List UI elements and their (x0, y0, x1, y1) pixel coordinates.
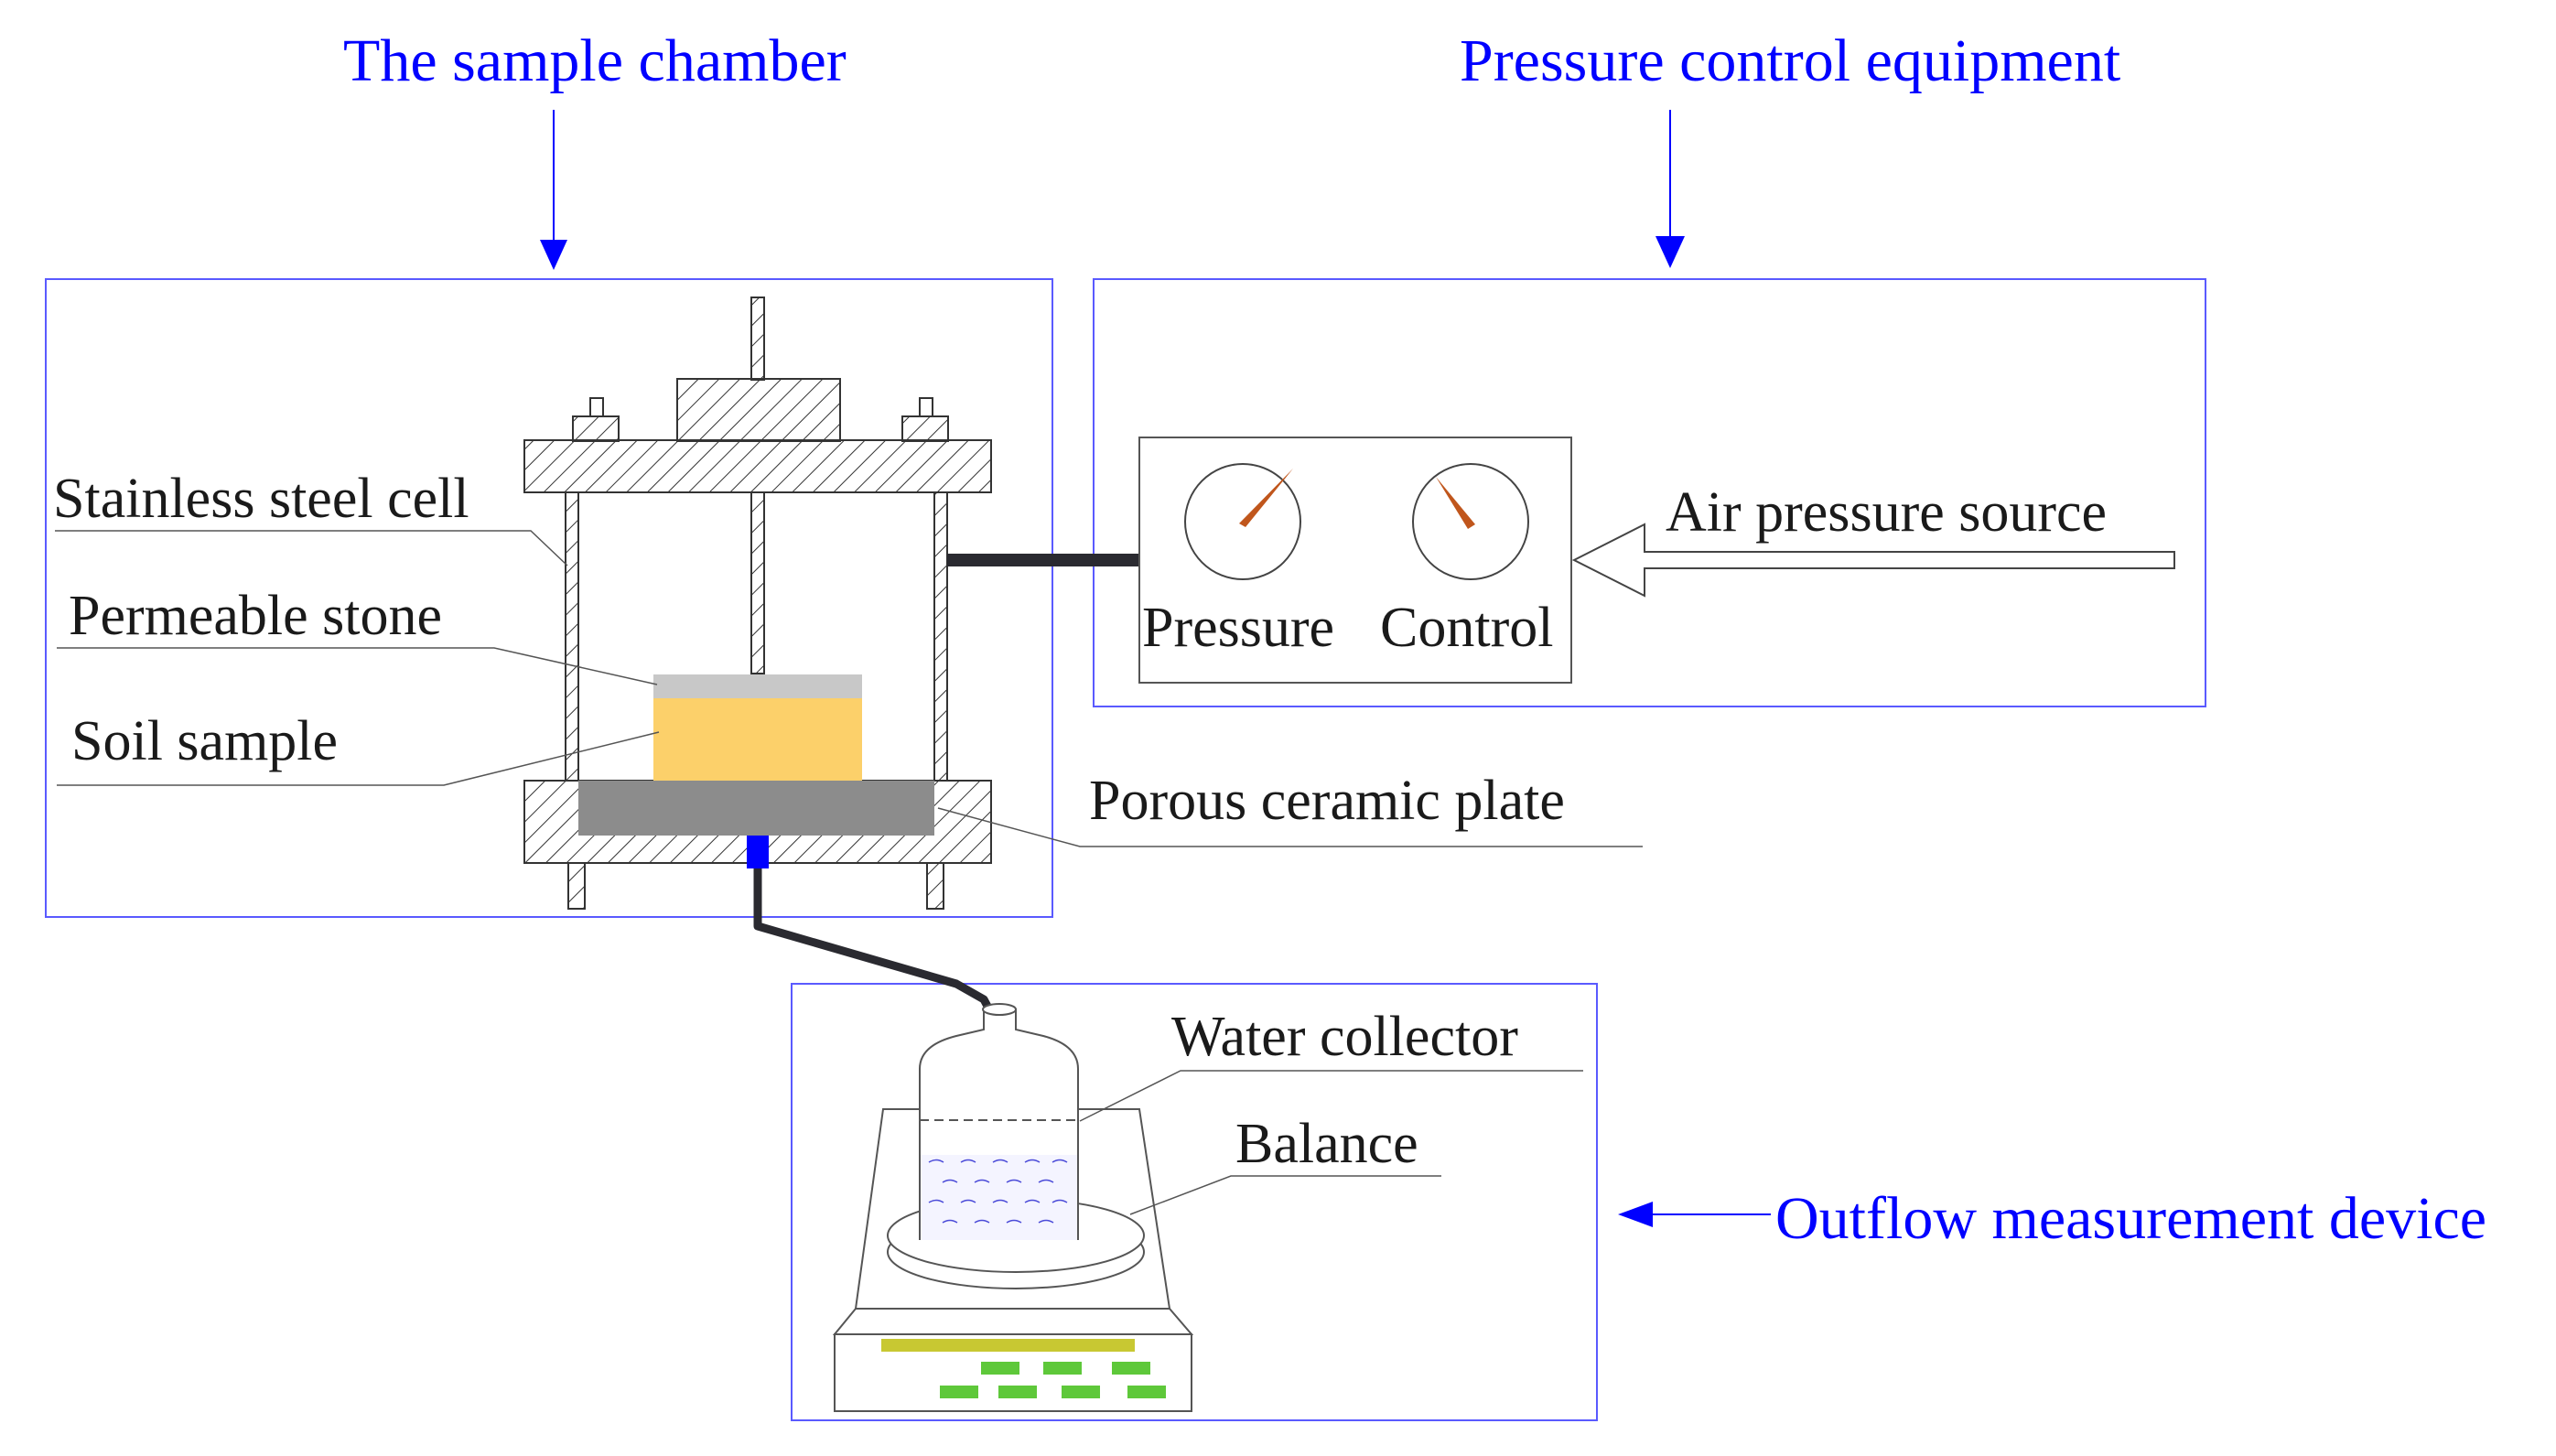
sample-chamber-box (45, 278, 1053, 918)
pressure-control-title: Pressure control equipment (1460, 27, 2120, 94)
water-collector-leader (1079, 1070, 1583, 1122)
stainless-steel-cell-leader (55, 530, 568, 566)
control-gauge-label: Control (1380, 597, 1553, 659)
balance-display (881, 1339, 1135, 1352)
sample-chamber-arrow (540, 110, 567, 270)
pressure-control-arrow (1655, 110, 1685, 268)
outflow-device-box (791, 983, 1598, 1421)
balance-label: Balance (1235, 1113, 1418, 1175)
porous-ceramic-plate-leader (937, 807, 1643, 847)
permeable-stone (653, 674, 862, 698)
air-source-arrow (1571, 523, 2175, 598)
soil-sample (653, 698, 862, 781)
pressure-gauge-label: Pressure (1142, 597, 1334, 659)
permeable-stone-label: Permeable stone (69, 585, 442, 647)
drain-tube (753, 868, 1001, 1028)
soil-sample-leader (57, 731, 660, 786)
water-collector-label: Water collector (1171, 1006, 1518, 1068)
soil-sample-label: Soil sample (71, 710, 338, 772)
balance-keys (940, 1362, 1166, 1398)
pressure-tube (947, 554, 1139, 566)
outlet-connector (747, 836, 769, 868)
stainless-steel-cell-label: Stainless steel cell (53, 468, 469, 530)
control-gauge-icon (1412, 463, 1529, 580)
outflow-device-arrow (1618, 1202, 1771, 1227)
permeable-stone-leader (57, 647, 658, 685)
water-collector (919, 1003, 1079, 1240)
sample-chamber-title: The sample chamber (343, 27, 847, 94)
porous-ceramic-plate-label: Porous ceramic plate (1089, 770, 1565, 832)
balance-leader (1129, 1175, 1441, 1215)
porous-ceramic-plate (578, 781, 934, 836)
outflow-device-title: Outflow measurement device (1775, 1185, 2486, 1252)
air-pressure-source-label: Air pressure source (1666, 481, 2107, 544)
pressure-control-box (1093, 278, 2206, 707)
pressure-gauge-icon (1184, 463, 1301, 580)
